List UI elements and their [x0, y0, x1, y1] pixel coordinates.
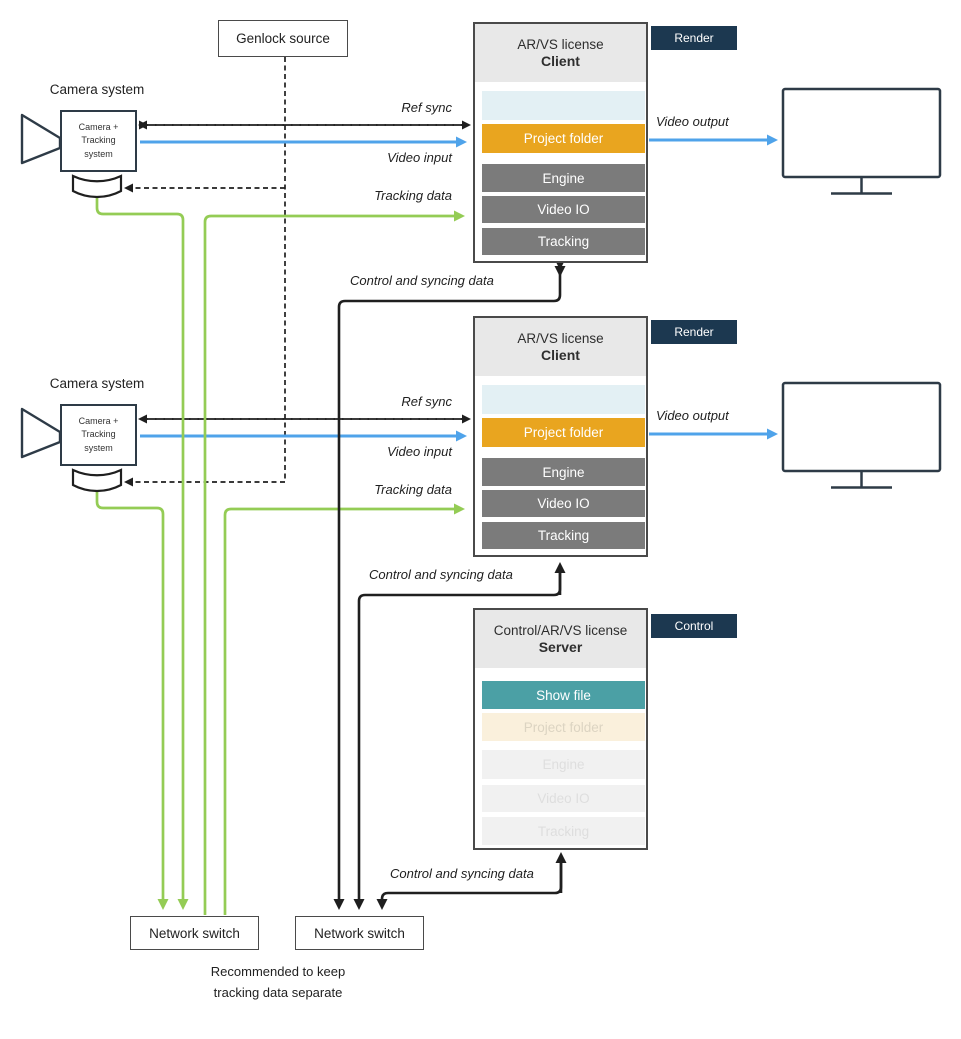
license-title: Control/AR/VS license — [493, 623, 628, 638]
project-folder-row-disabled: Project folder — [482, 713, 645, 741]
tracking-data-label: Tracking data — [374, 188, 452, 203]
tracking-from-sensor-1 — [95, 198, 189, 910]
network-switch-box: Network switch — [130, 916, 259, 950]
control-tag: Control — [651, 614, 737, 638]
video-input-label: Video input — [387, 444, 452, 459]
show-file-row: Show file — [482, 681, 645, 709]
network-switch-label: Network switch — [314, 925, 405, 941]
tracking-note-line: Recommended to keep — [210, 964, 346, 979]
engine-row: Engine — [482, 458, 645, 486]
client-box: AR/VS license Client Project folder Engi… — [473, 316, 648, 557]
tracking-data-label: Tracking data — [374, 482, 452, 497]
tracking-to-client-2 — [223, 503, 465, 915]
license-title: AR/VS license — [517, 331, 604, 346]
role-title: Client — [541, 53, 580, 69]
ref-sync-label: Ref sync — [401, 394, 452, 409]
client-header: AR/VS license Client — [475, 318, 646, 376]
tracking-sensor-icon — [71, 468, 123, 493]
show-file-slot — [482, 91, 645, 120]
license-title: AR/VS license — [517, 37, 604, 52]
client-header: AR/VS license Client — [475, 24, 646, 82]
video-output-label: Video output — [656, 408, 729, 423]
tracking-to-client-1 — [203, 210, 465, 915]
video-camera-icon — [20, 113, 62, 165]
network-switch-box: Network switch — [295, 916, 424, 950]
video-io-row-disabled: Video IO — [482, 785, 645, 812]
project-folder-row: Project folder — [482, 124, 645, 153]
engine-row: Engine — [482, 164, 645, 192]
video-io-row: Video IO — [482, 196, 645, 223]
video-input-label: Video input — [387, 150, 452, 165]
genlock-source-label: Genlock source — [236, 31, 330, 46]
server-box: Control/AR/VS license Server Show file P… — [473, 608, 648, 850]
tracking-note-line: tracking data separate — [213, 985, 343, 1001]
tracking-from-sensor-2 — [95, 492, 169, 910]
tracking-row: Tracking — [482, 228, 645, 255]
camera-device-box: Camera + Tracking system — [60, 404, 137, 466]
client-box: AR/VS license Client Project folder Engi… — [473, 22, 648, 263]
control-sync-label: Control and syncing data — [390, 866, 534, 881]
project-folder-row: Project folder — [482, 418, 645, 447]
control-sync-label: Control and syncing data — [350, 273, 494, 288]
show-file-slot — [482, 385, 645, 414]
tracking-row: Tracking — [482, 522, 645, 549]
camera-system-label: Camera system — [49, 82, 145, 97]
monitor-icon — [781, 381, 942, 489]
camera-system-label: Camera system — [49, 376, 145, 391]
video-camera-icon — [20, 407, 62, 459]
role-title: Client — [541, 347, 580, 363]
tracking-row-disabled: Tracking — [482, 817, 645, 845]
control-line-server — [376, 856, 563, 910]
video-output-label: Video output — [656, 114, 729, 129]
camera-device-line: Camera + — [78, 415, 119, 426]
camera-device-line: system — [84, 442, 113, 453]
camera-device-box: Camera + Tracking system — [60, 110, 137, 172]
control-sync-label: Control and syncing data — [369, 567, 513, 582]
control-line-client-1 — [333, 266, 566, 910]
tracking-sensor-icon — [71, 174, 123, 199]
camera-device-line: Tracking — [81, 429, 116, 440]
camera-device-line: system — [84, 148, 113, 159]
network-switch-label: Network switch — [149, 925, 240, 941]
engine-row-disabled: Engine — [482, 750, 645, 779]
render-tag: Render — [651, 320, 737, 344]
render-tag: Render — [651, 26, 737, 50]
role-title: Server — [538, 639, 583, 655]
genlock-source-box: Genlock source — [218, 20, 348, 57]
video-io-row: Video IO — [482, 490, 645, 517]
ref-sync-label: Ref sync — [401, 100, 452, 115]
tracking-note: Recommended to keep tracking data separa… — [178, 961, 378, 1004]
monitor-icon — [781, 87, 942, 195]
server-header: Control/AR/VS license Server — [475, 610, 646, 668]
camera-device-line: Tracking — [81, 135, 116, 146]
camera-device-line: Camera + — [78, 121, 119, 132]
